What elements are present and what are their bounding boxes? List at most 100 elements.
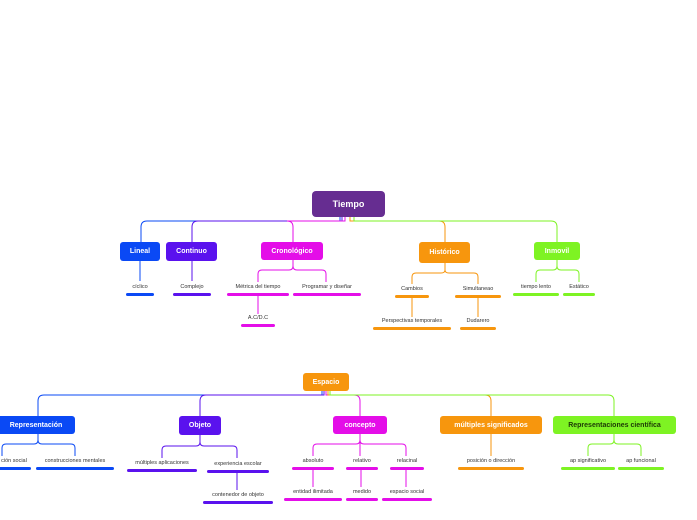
leaf-ap-significativo[interactable]: ap significativo xyxy=(560,457,616,470)
leaf-underline xyxy=(284,498,342,501)
branch-label: Representación xyxy=(9,421,63,429)
leaf-underline xyxy=(458,467,524,470)
leaf-underline xyxy=(373,327,451,330)
espacio-branch-concepto[interactable]: concepto xyxy=(333,416,387,434)
branch-label: Objeto xyxy=(188,422,212,429)
espacio-branch-objeto[interactable]: Objeto xyxy=(179,416,221,435)
espacio-branch-representaciones-cientifica[interactable]: Representaciones científica xyxy=(553,416,676,434)
leaf-label: Estático xyxy=(569,284,589,290)
leaf-ciclico[interactable]: cíclico xyxy=(122,283,158,296)
leaf-label: construcciones mentales xyxy=(44,458,106,464)
leaf-underline xyxy=(390,467,424,470)
leaf-underline xyxy=(618,467,664,470)
leaf-label: Programar y diseñar xyxy=(302,284,352,290)
leaf-label: experiencia escolar xyxy=(214,461,262,467)
branch-label: múltiples significados xyxy=(454,421,528,429)
leaf-underline xyxy=(293,293,361,296)
leaf-label: Métrica del tiempo xyxy=(235,284,281,290)
leaf-underline xyxy=(513,293,559,296)
leaf-label: relacinal xyxy=(396,458,418,464)
leaf-underline xyxy=(563,293,595,296)
branch-label: Lineal xyxy=(129,248,151,255)
espacio-root-node[interactable]: Espacio xyxy=(303,373,349,391)
leaf-contenedor-de-objeto[interactable]: contenedor de objeto xyxy=(202,491,274,504)
leaf-cambios[interactable]: Cambios xyxy=(394,285,430,298)
leaf-label: relativo xyxy=(353,458,371,464)
leaf-underline xyxy=(460,327,496,330)
branch-label: Representaciones científica xyxy=(568,421,661,429)
leaf-label: contenedor de objeto xyxy=(212,492,264,498)
branch-label: Inmovil xyxy=(544,247,570,255)
leaf-cion-social[interactable]: ción social xyxy=(0,457,31,470)
tiempo-branch-inmovil[interactable]: Inmovil xyxy=(534,242,580,260)
leaf-underline xyxy=(127,469,197,472)
leaf-label: entidad ilimitada xyxy=(293,489,333,495)
leaf-label: tiempo lento xyxy=(521,284,551,290)
leaf-label: posición o dirección xyxy=(466,458,516,464)
leaf-underline xyxy=(455,295,501,298)
branch-label: Continuo xyxy=(176,248,207,255)
leaf-label: espacio social xyxy=(389,489,425,495)
leaf-underline xyxy=(292,467,334,470)
espacio-branch-representacion[interactable]: Representación xyxy=(0,416,75,434)
leaf-underline xyxy=(173,293,211,296)
leaf-label: Perspectivas temporales xyxy=(381,318,443,324)
leaf-underline xyxy=(36,467,114,470)
leaf-absoluto[interactable]: absoluto xyxy=(291,457,335,470)
leaf-label: cíclico xyxy=(132,284,148,290)
leaf-multiples-aplicaciones[interactable]: múltiples aplicaciones xyxy=(126,459,198,472)
leaf-label: ap funcional xyxy=(626,458,656,464)
leaf-label: Complejo xyxy=(180,284,204,290)
leaf-label: absoluto xyxy=(302,458,324,464)
leaf-label: Cambios xyxy=(401,286,423,292)
leaf-label: medido xyxy=(352,489,372,495)
leaf-metrica-del-tiempo[interactable]: Métrica del tiempo xyxy=(226,283,290,296)
leaf-label: múltiples aplicaciones xyxy=(135,460,189,466)
leaf-underline xyxy=(241,324,275,327)
leaf-underline xyxy=(346,498,378,501)
leaf-construcciones-mentales[interactable]: construcciones mentales xyxy=(35,457,115,470)
tiempo-branch-cronologico[interactable]: Cronológico xyxy=(261,242,323,260)
leaf-underline xyxy=(207,470,269,473)
leaf-espacio-social[interactable]: espacio social xyxy=(381,488,433,501)
tiempo-branch-lineal[interactable]: Lineal xyxy=(120,242,160,261)
branch-label: concepto xyxy=(344,421,376,429)
tiempo-root-node[interactable]: Tiempo xyxy=(312,191,385,217)
leaf-label: ción social xyxy=(1,458,27,464)
leaf-posicion-o-direccion[interactable]: posición o dirección xyxy=(457,457,525,470)
leaf-underline xyxy=(561,467,615,470)
branch-label: Cronológico xyxy=(271,247,313,255)
leaf-label: Simultaneao xyxy=(462,286,494,292)
leaf-programar-y-disenar[interactable]: Programar y diseñar xyxy=(292,283,362,296)
leaf-underline xyxy=(0,467,31,470)
leaf-ap-funcional[interactable]: ap funcional xyxy=(617,457,665,470)
tiempo-root-label: Tiempo xyxy=(332,199,365,209)
tiempo-branch-historico[interactable]: Histórico xyxy=(419,242,470,263)
leaf-dudarero[interactable]: Dudarero xyxy=(459,317,497,330)
leaf-underline xyxy=(227,293,289,296)
leaf-entidad-ilimitada[interactable]: entidad ilimitada xyxy=(283,488,343,501)
leaf-relativo[interactable]: relativo xyxy=(345,457,379,470)
leaf-underline xyxy=(203,501,273,504)
leaf-tiempo-lento[interactable]: tiempo lento xyxy=(512,283,560,296)
leaf-estatico[interactable]: Estático xyxy=(562,283,596,296)
leaf-label: ap significativo xyxy=(569,458,607,464)
leaf-simultaneao[interactable]: Simultaneao xyxy=(454,285,502,298)
leaf-ac-dc[interactable]: A.C/D.C xyxy=(240,314,276,327)
leaf-underline xyxy=(382,498,432,501)
leaf-underline xyxy=(395,295,429,298)
leaf-label: A.C/D.C xyxy=(247,315,269,321)
leaf-experiencia-escolar[interactable]: experiencia escolar xyxy=(206,460,270,473)
tiempo-branch-continuo[interactable]: Continuo xyxy=(166,242,217,261)
leaf-medido[interactable]: medido xyxy=(345,488,379,501)
espacio-root-label: Espacio xyxy=(312,378,340,386)
branch-label: Histórico xyxy=(429,249,460,256)
espacio-branch-multiples-significados[interactable]: múltiples significados xyxy=(440,416,542,434)
leaf-relacinal[interactable]: relacinal xyxy=(389,457,425,470)
leaf-label: Dudarero xyxy=(466,318,490,324)
leaf-complejo[interactable]: Complejo xyxy=(170,283,214,296)
leaf-underline xyxy=(126,293,154,296)
leaf-perspectivas-temporales[interactable]: Perspectivas temporales xyxy=(372,317,452,330)
leaf-underline xyxy=(346,467,378,470)
